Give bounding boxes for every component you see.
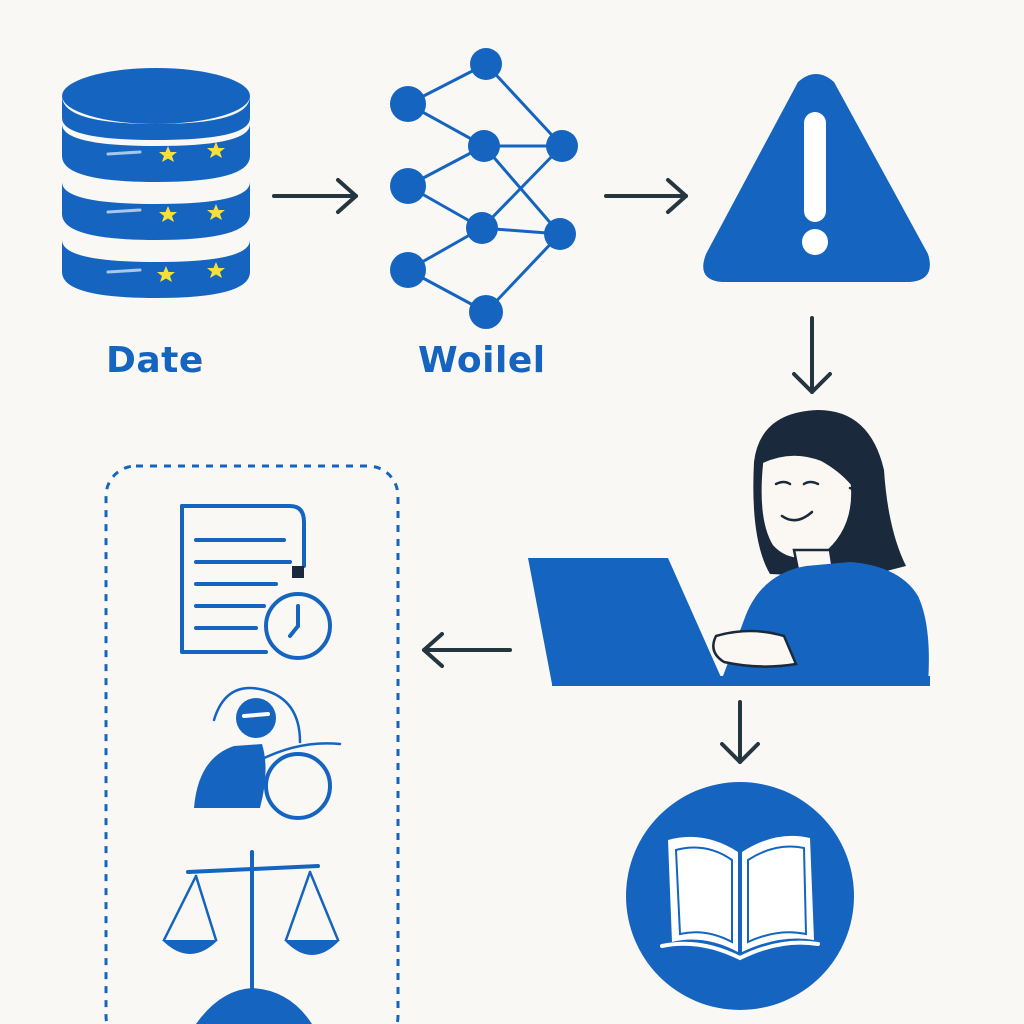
nn-node (470, 48, 502, 80)
person-laptop-icon (528, 410, 930, 686)
governance-group-box (104, 464, 400, 1024)
laptop-base (552, 676, 930, 686)
nn-node (544, 218, 576, 250)
star-icon (159, 146, 177, 162)
star-icon (159, 206, 177, 222)
star-icon (207, 204, 225, 220)
nn-node (468, 130, 500, 162)
arrow-database-to-model (272, 178, 358, 214)
model-label: Woilel (418, 340, 546, 381)
star-icon (207, 142, 225, 158)
data-label: Date (106, 340, 204, 381)
open-book-icon (626, 782, 854, 1010)
database-disk-2 (62, 182, 250, 240)
star-icon (207, 262, 225, 278)
laptop-screen (528, 558, 724, 684)
arrow-model-to-alert (604, 178, 688, 214)
person-circle-icon (194, 686, 342, 820)
nn-node (390, 252, 426, 288)
warning-icon (703, 74, 930, 282)
nn-node (546, 130, 578, 162)
neural-network-icon (390, 48, 578, 329)
star-icon (157, 266, 175, 282)
arrow-reviewer-to-documentation (720, 700, 760, 764)
nn-node (469, 295, 503, 329)
database-stars (106, 142, 225, 282)
database-disk-1 (62, 124, 250, 182)
arrow-reviewer-to-governance (422, 632, 512, 668)
database-icon (62, 68, 250, 298)
database-lid (62, 68, 250, 124)
arrow-alert-to-reviewer (792, 316, 832, 394)
balance-scale-icon (162, 850, 340, 1024)
nn-node (390, 86, 426, 122)
nn-node (466, 212, 498, 244)
database-disk-3 (62, 240, 250, 298)
document-clock-icon (180, 504, 332, 660)
nn-node (390, 168, 426, 204)
